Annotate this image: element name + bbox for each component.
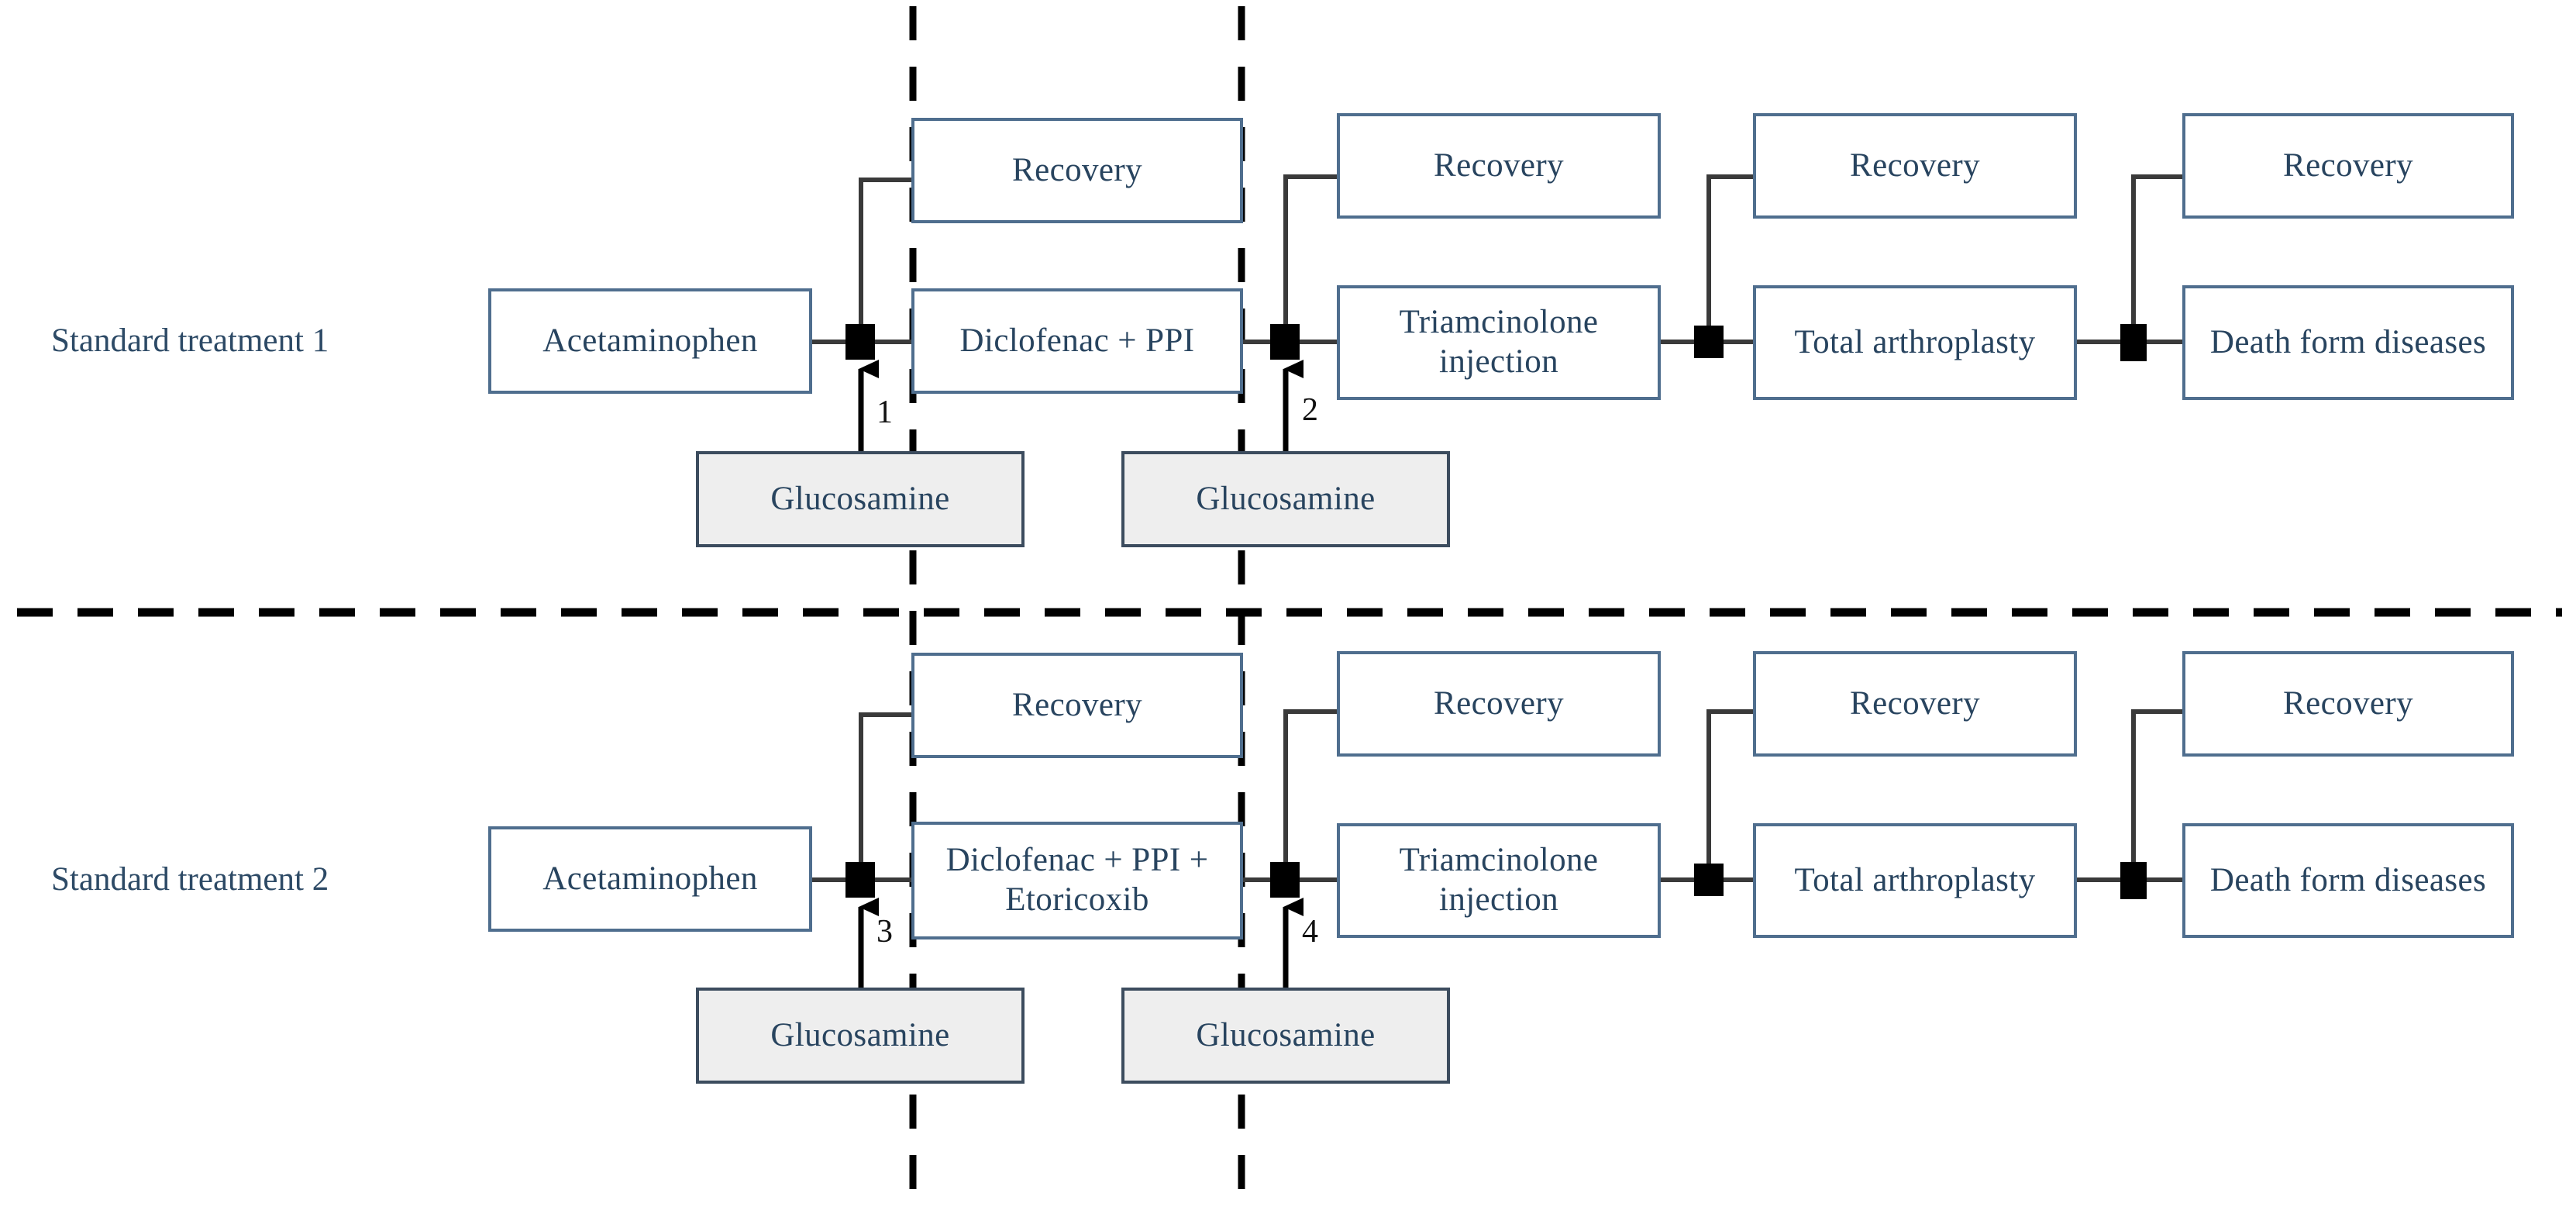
node-recovery-2-row1[interactable]: Recovery (1337, 113, 1661, 219)
edge-number-2: 2 (1302, 392, 1318, 428)
junction-square-2-row1 (1270, 324, 1300, 360)
edge-number-3: 3 (876, 914, 893, 950)
node-recovery-3-row1[interactable]: Recovery (1753, 113, 2077, 219)
node-glucosamine-2-row1[interactable]: Glucosamine (1121, 451, 1450, 547)
node-label: Recovery (2283, 147, 2413, 184)
node-triamcinolone-injection-row2[interactable]: Triamcinolone injection (1337, 823, 1661, 938)
edge-number-1: 1 (876, 395, 893, 430)
junction-square-4-row1 (2120, 324, 2147, 361)
row-title-standard-treatment-1: Standard treatment 1 (51, 322, 329, 359)
node-label: Glucosamine (1196, 1016, 1376, 1053)
node-total-arthroplasty-row2[interactable]: Total arthroplasty (1753, 823, 2077, 938)
junction-square-1-row1 (845, 324, 875, 360)
node-label: Recovery (2283, 684, 2413, 722)
node-label: Triamcinolone injection (1399, 842, 1599, 918)
junction-square-3-row1 (1694, 326, 1724, 358)
node-label: Triamcinolone injection (1399, 304, 1599, 380)
node-label: Diclofenac + PPI (959, 322, 1195, 359)
row-title-standard-treatment-2: Standard treatment 2 (51, 861, 329, 898)
node-label: Acetaminophen (542, 860, 758, 897)
node-glucosamine-1-row2[interactable]: Glucosamine (696, 988, 1025, 1084)
node-label: Glucosamine (770, 1016, 950, 1053)
node-glucosamine-1-row1[interactable]: Glucosamine (696, 451, 1025, 547)
node-label: Glucosamine (1196, 480, 1376, 517)
junction-square-2-row2 (1270, 862, 1300, 898)
node-label: Recovery (1850, 684, 1980, 722)
node-label: Recovery (1850, 147, 1980, 184)
node-acetaminophen-row1[interactable]: Acetaminophen (488, 288, 812, 394)
node-recovery-2-row2[interactable]: Recovery (1337, 651, 1661, 757)
node-label: Acetaminophen (542, 322, 758, 359)
node-diclofenac-ppi-etoricoxib-row2[interactable]: Diclofenac + PPI + Etoricoxib (911, 822, 1243, 939)
node-diclofenac-ppi-row1[interactable]: Diclofenac + PPI (911, 288, 1243, 394)
node-label: Death form diseases (2209, 323, 2487, 360)
node-total-arthroplasty-row1[interactable]: Total arthroplasty (1753, 285, 2077, 400)
node-glucosamine-2-row2[interactable]: Glucosamine (1121, 988, 1450, 1084)
node-label: Glucosamine (770, 480, 950, 517)
node-recovery-3-row2[interactable]: Recovery (1753, 651, 2077, 757)
node-label: Recovery (1434, 684, 1564, 722)
node-label: Total arthroplasty (1794, 861, 2036, 898)
edge-number-4: 4 (1302, 914, 1318, 950)
node-label: Total arthroplasty (1794, 323, 2036, 360)
node-death-form-diseases-row2[interactable]: Death form diseases (2182, 823, 2514, 938)
junction-square-3-row2 (1694, 864, 1724, 896)
node-recovery-1-row2[interactable]: Recovery (911, 653, 1243, 758)
junction-square-4-row2 (2120, 862, 2147, 899)
node-label: Death form diseases (2209, 861, 2487, 898)
node-triamcinolone-injection-row1[interactable]: Triamcinolone injection (1337, 285, 1661, 400)
node-label: Recovery (1434, 147, 1564, 184)
node-label: Diclofenac + PPI + Etoricoxib (945, 842, 1209, 918)
node-death-form-diseases-row1[interactable]: Death form diseases (2182, 285, 2514, 400)
node-recovery-1-row1[interactable]: Recovery (911, 118, 1243, 223)
junction-square-1-row2 (845, 862, 875, 898)
node-label: Recovery (1012, 686, 1142, 723)
node-label: Recovery (1012, 151, 1142, 188)
node-acetaminophen-row2[interactable]: Acetaminophen (488, 826, 812, 932)
node-recovery-4-row1[interactable]: Recovery (2182, 113, 2514, 219)
node-recovery-4-row2[interactable]: Recovery (2182, 651, 2514, 757)
